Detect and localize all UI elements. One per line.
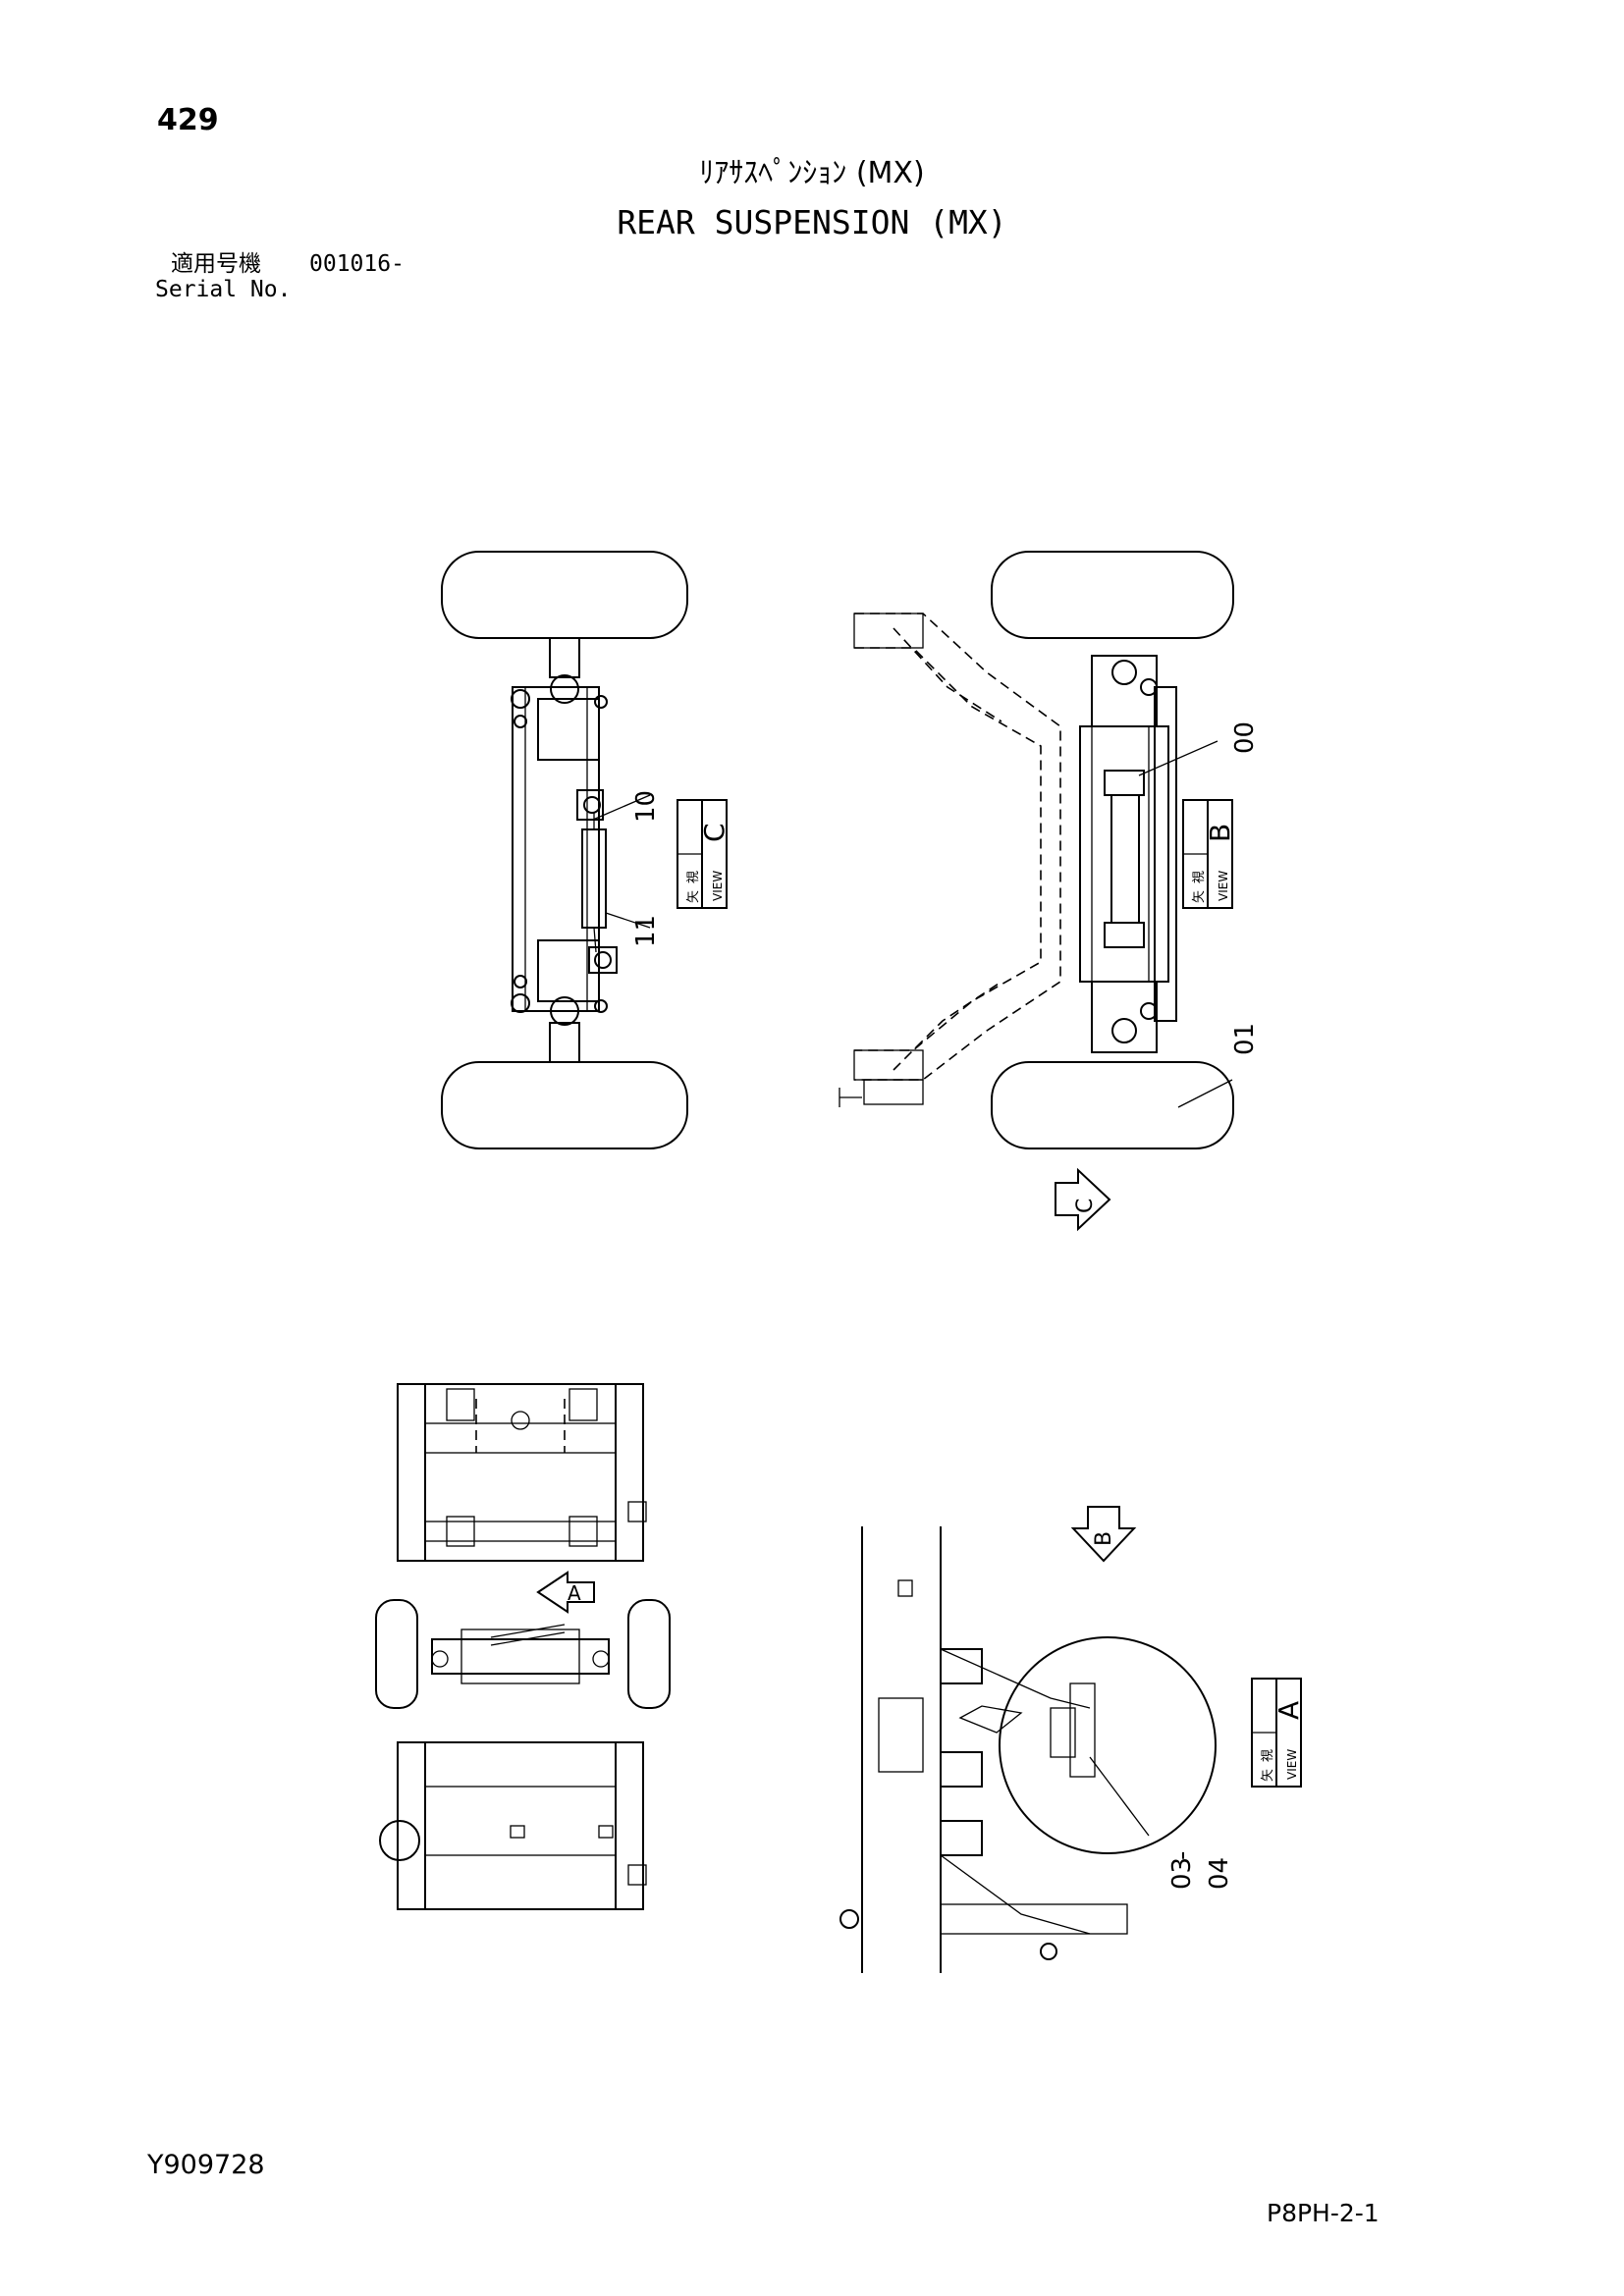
view-a-arrow-letter: A xyxy=(568,1581,581,1605)
view-b-jp1: 矢 xyxy=(1192,890,1207,903)
view-c-view-text: VIEW xyxy=(711,871,725,901)
callout-part-04: 04 xyxy=(1205,1857,1234,1890)
rear-cylinder xyxy=(1110,794,1140,924)
view-c-arrow xyxy=(1055,1167,1111,1232)
title-english: REAR SUSPENSION (MX) xyxy=(617,203,1007,241)
callout-dash: - xyxy=(1167,1851,1197,1860)
serial-label-english: Serial No. xyxy=(155,277,292,302)
callout-part-01: 01 xyxy=(1230,1023,1260,1055)
serial-number-value: 001016- xyxy=(309,251,405,277)
callout-part-00: 00 xyxy=(1230,721,1260,754)
view-c-arrow-letter: C xyxy=(1073,1199,1098,1213)
view-b-letter: B xyxy=(1204,824,1236,842)
view-b-drawing xyxy=(839,551,1234,1149)
view-c-jp2: 視 xyxy=(686,871,701,883)
axle-housing xyxy=(512,686,600,1012)
sheet-code: P8PH-2-1 xyxy=(1267,2199,1380,2227)
view-c-jp1: 矢 xyxy=(686,890,701,903)
title-japanese: ﾘｱｻｽﾍﾟﾝｼｮﾝ (MX) xyxy=(699,156,925,190)
wheel-top-right xyxy=(991,551,1234,639)
view-a-letter: A xyxy=(1272,1701,1305,1720)
callout-part-10: 10 xyxy=(631,790,661,823)
callout-part-11: 11 xyxy=(631,915,661,947)
view-b-jp2: 視 xyxy=(1192,871,1207,883)
axle-beam xyxy=(1079,725,1169,983)
wheel-top xyxy=(441,551,688,639)
view-label-a xyxy=(1251,1678,1302,1788)
serial-label-japanese: 適用号機 xyxy=(171,251,261,277)
view-a-view-text: VIEW xyxy=(1285,1749,1299,1780)
view-a-drawing xyxy=(839,1526,1217,1973)
wheel-outline-circle xyxy=(999,1636,1217,1854)
callout-part-03: 03 xyxy=(1167,1857,1197,1890)
view-c-letter: C xyxy=(698,823,731,842)
view-c-drawing xyxy=(441,551,688,1149)
view-b-view-text: VIEW xyxy=(1217,871,1230,901)
view-b-arrow xyxy=(1070,1506,1137,1563)
view-a-jp2: 視 xyxy=(1261,1749,1275,1762)
page-number: 429 xyxy=(157,103,219,137)
frame-plan-view xyxy=(375,1383,671,1910)
wheel-bottom xyxy=(441,1061,688,1149)
view-a-jp1: 矢 xyxy=(1261,1769,1275,1782)
view-b-arrow-letter: B xyxy=(1092,1531,1116,1546)
view-label-b xyxy=(1182,799,1233,909)
wheel-bottom-right xyxy=(991,1061,1234,1149)
damper-cylinder xyxy=(581,828,607,929)
drawing-number: Y909728 xyxy=(147,2150,265,2180)
view-label-c xyxy=(677,799,728,909)
